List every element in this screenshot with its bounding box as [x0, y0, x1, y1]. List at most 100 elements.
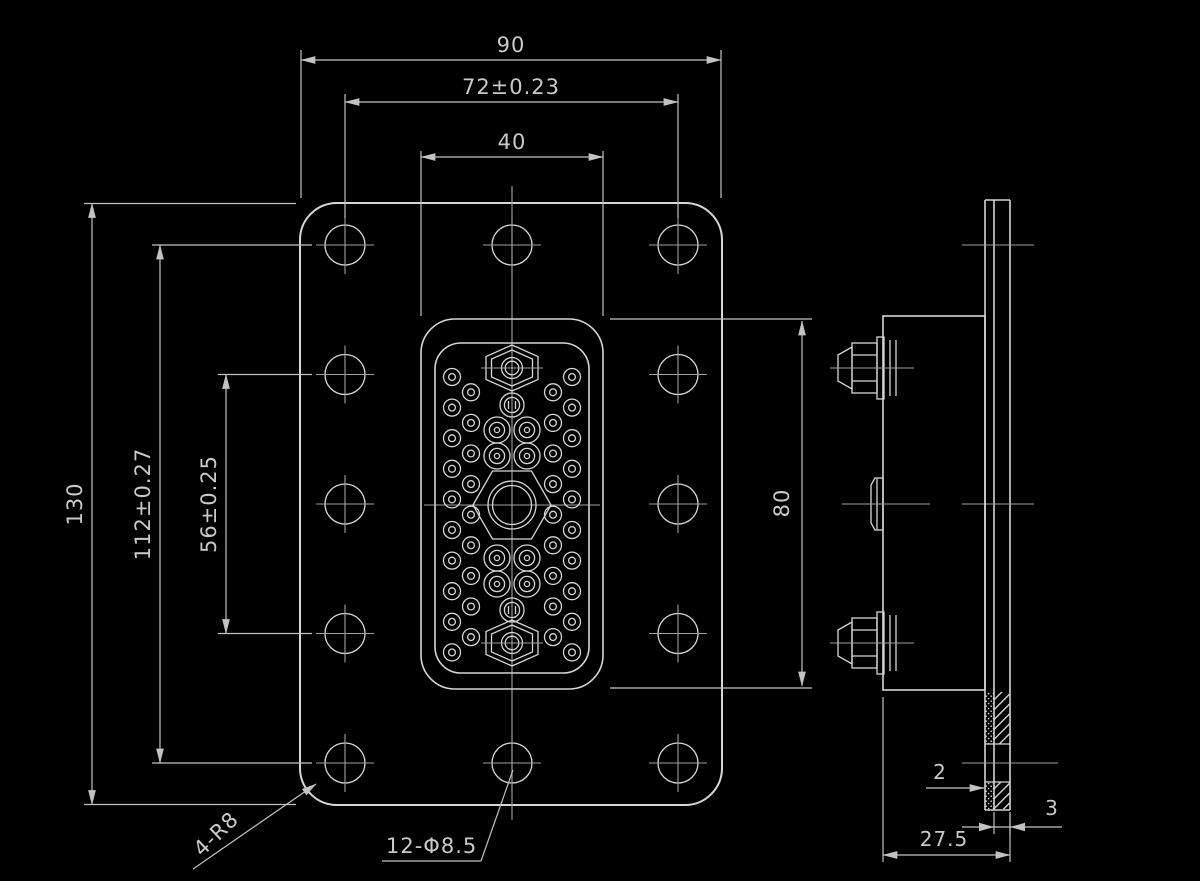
connector-outline [420, 318, 604, 690]
signal-contact [461, 444, 481, 463]
gasket-hatch [985, 692, 994, 744]
signal-contact [562, 582, 582, 601]
coax-contact [488, 549, 506, 567]
signal-contact-pin [567, 587, 577, 596]
signal-contact-pin [466, 602, 476, 611]
center-guide-hex [472, 470, 552, 540]
medium-contact [499, 597, 525, 623]
signal-contact-pin [466, 510, 476, 519]
panel-section [962, 199, 1058, 811]
signal-contact [562, 367, 582, 387]
callout-mounting-holes-label: 12-Φ8.5 [386, 834, 477, 858]
panel-hatch [994, 692, 1010, 744]
connector-contacts [442, 344, 582, 667]
coax-contact [513, 544, 541, 572]
coax-contact [483, 570, 511, 598]
signal-contact [562, 398, 582, 417]
signal-contact-pin [548, 480, 558, 489]
signal-contact [543, 597, 563, 616]
dim-hole-columns-span: 72±0.23 [344, 75, 679, 218]
signal-contact-pin [447, 587, 457, 596]
coax-contact-pin [523, 554, 531, 562]
signal-contact [442, 643, 462, 662]
signal-contact [442, 367, 462, 387]
coax-contact [513, 442, 541, 470]
dim-panel-thickness: 3 [962, 796, 1062, 834]
signal-contact [442, 459, 462, 478]
signal-contact-pin [567, 403, 577, 412]
jackscrew-hex [485, 619, 539, 667]
signal-contact-pin [548, 388, 558, 397]
signal-contact [442, 398, 462, 417]
coax-contact-pin [493, 452, 501, 460]
dim-connector-width: 40 [420, 130, 604, 316]
signal-contact-pin [567, 648, 577, 657]
signal-contact-pin [447, 403, 457, 412]
dim-overall-height-label: 130 [63, 482, 87, 525]
coax-contact [518, 575, 536, 593]
signal-contact-pin [447, 556, 457, 565]
jackscrew-hex [490, 624, 534, 662]
center-guide-bore [491, 484, 533, 526]
signal-contact-pin [466, 418, 476, 427]
dim-hole-rows-span: 112±0.27 [131, 244, 312, 764]
dim-hole-rows-inner-span: 56±0.25 [197, 373, 312, 635]
dim-panel-thickness-label: 3 [1045, 796, 1059, 820]
signal-contact [442, 429, 462, 448]
signal-contact [562, 612, 582, 631]
signal-contact-pin [548, 571, 558, 580]
signal-contact-pin [567, 434, 577, 443]
signal-contact [543, 383, 563, 402]
signal-contact-pin [466, 571, 476, 580]
coax-contact [488, 575, 506, 593]
signal-contact-pin [447, 434, 457, 443]
dim-overall-height: 130 [63, 202, 296, 806]
coax-contact [518, 447, 536, 465]
coax-contact-pin [523, 426, 531, 434]
jackscrew-hex [485, 344, 539, 392]
front-view: 90 72±0.23 40 130 112±0.27 [63, 33, 812, 870]
dim-hole-rows-span-label: 112±0.27 [131, 448, 155, 560]
signal-contact [461, 505, 481, 524]
signal-contact [543, 566, 563, 586]
panel-hatch [994, 782, 1010, 809]
coax-contact-pin [523, 580, 531, 588]
connector-body-side [882, 315, 986, 691]
coax-contact [483, 544, 511, 572]
side-view: 27.5 2 3 [829, 199, 1062, 862]
signal-contact [562, 520, 582, 540]
jackscrew-hex [490, 349, 534, 387]
coax-contact [518, 421, 536, 439]
signal-contact-pin [567, 464, 577, 473]
signal-contact-pin [567, 372, 577, 382]
dim-connector-width-label: 40 [498, 130, 527, 154]
signal-contact-pin [548, 602, 558, 611]
signal-contact [461, 566, 481, 586]
signal-contact-pin [548, 418, 558, 427]
signal-contact [543, 474, 563, 494]
signal-contact-pin [447, 372, 457, 382]
signal-contact-pin [548, 449, 558, 458]
signal-contact [562, 490, 582, 509]
signal-contact [442, 520, 462, 540]
signal-contact [562, 551, 582, 570]
dim-gasket-thickness-label: 2 [933, 760, 947, 784]
medium-contact [503, 601, 521, 619]
coax-contact [483, 416, 511, 444]
signal-contact-pin [466, 480, 476, 489]
signal-contact-pin [548, 510, 558, 519]
signal-contact [543, 413, 563, 433]
center-guide-bore [487, 480, 537, 530]
jackscrew-bottom-side [829, 611, 915, 675]
signal-contact-pin [447, 525, 457, 535]
signal-contact [543, 505, 563, 524]
signal-contact [461, 597, 481, 616]
signal-contact [461, 413, 481, 433]
coax-contact [518, 549, 536, 567]
gasket-hatch [985, 782, 994, 809]
coax-contact [513, 416, 541, 444]
coax-contact-pin [493, 426, 501, 434]
signal-contact [461, 627, 481, 647]
